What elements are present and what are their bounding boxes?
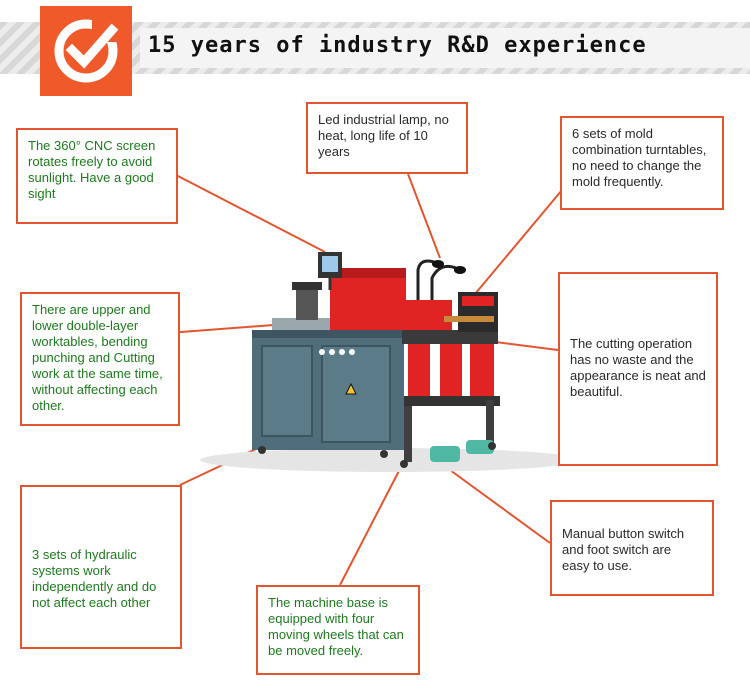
callout-led-lamp: Led industrial lamp, no heat, long life … — [306, 102, 468, 174]
callout-mold-turntables: 6 sets of mold combination turntables, n… — [560, 116, 724, 210]
callout-hydraulic: 3 sets of hydraulic systems work indepen… — [20, 485, 182, 649]
callout-worktables: There are upper and lower double-layer w… — [20, 292, 180, 426]
callout-cutting: The cutting operation has no waste and t… — [558, 272, 718, 466]
checkmark-badge-icon — [54, 19, 119, 83]
logo — [40, 6, 132, 96]
header-strip — [140, 28, 750, 68]
page-title: 15 years of industry R&D experience — [148, 33, 647, 58]
callout-switches: Manual button switch and foot switch are… — [550, 500, 714, 596]
callout-cnc-screen: The 360° CNC screen rotates freely to av… — [16, 128, 178, 224]
callout-wheels: The machine base is equipped with four m… — [256, 585, 420, 675]
